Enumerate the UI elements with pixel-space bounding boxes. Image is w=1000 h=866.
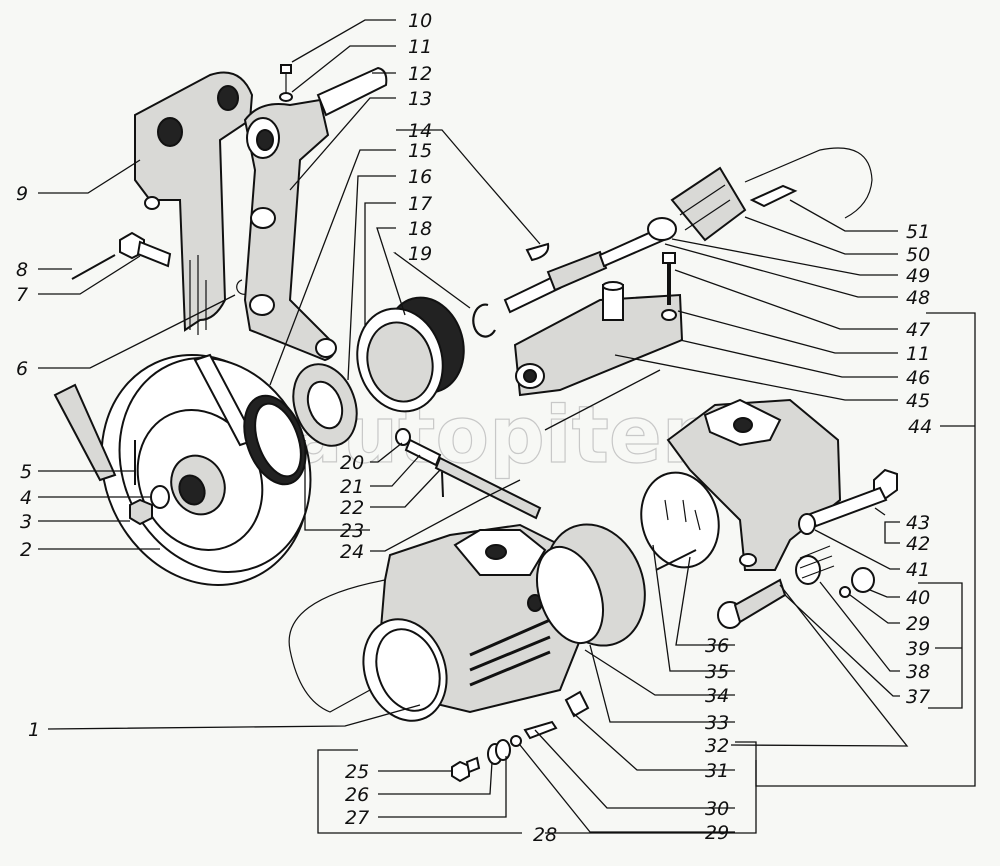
- part-cover-17-18: [356, 296, 465, 413]
- part-washer-20: [395, 428, 411, 446]
- part-snap-ring-19: [472, 303, 496, 338]
- part-valve-pin-30: [523, 720, 558, 740]
- callout-26: 26: [345, 784, 369, 806]
- callout-46: 46: [906, 367, 930, 389]
- part-rotor-outline: [744, 147, 873, 219]
- callout-20: 20: [340, 452, 364, 474]
- part-end-plate: [640, 471, 720, 571]
- part-bolt-47: [661, 252, 677, 321]
- callout-7: 7: [16, 284, 28, 306]
- part-seal-27: [495, 739, 511, 761]
- part-bolt-10: [279, 64, 293, 102]
- callout-11: 11: [408, 36, 432, 58]
- part-tension-arm: [243, 98, 337, 362]
- callout-21: 21: [340, 476, 364, 498]
- part-vane-51: [749, 184, 798, 208]
- callout-48: 48: [906, 287, 930, 309]
- callout-37: 37: [906, 686, 930, 708]
- callout-23: 23: [340, 520, 364, 542]
- callout-5: 5: [20, 461, 32, 483]
- callout-44: 44: [908, 416, 932, 438]
- part-bearing-housing-45: [513, 281, 684, 397]
- callout-24: 24: [340, 541, 364, 563]
- part-nut-3: [129, 498, 153, 526]
- part-ball-29b: [839, 586, 851, 598]
- part-bracket: [134, 71, 254, 335]
- part-bolt-7: [119, 231, 172, 268]
- part-valve-37: [717, 578, 787, 629]
- part-key-14: [525, 242, 550, 262]
- part-drive-shaft: [503, 166, 747, 314]
- callout-25: 25: [345, 761, 369, 783]
- part-ball-29a: [510, 735, 522, 747]
- callout-2: 2: [20, 539, 32, 561]
- part-spring-38: [795, 545, 835, 585]
- part-spring-31: [564, 690, 590, 718]
- callout-22: 22: [340, 497, 364, 519]
- callout-42: 42: [906, 533, 930, 555]
- callout-43: 43: [906, 512, 930, 534]
- callout-35: 35: [705, 661, 729, 683]
- callout-33: 33: [705, 712, 729, 734]
- part-plug-25: [451, 756, 481, 783]
- callout-17: 17: [408, 193, 432, 215]
- callout-50: 50: [906, 244, 930, 266]
- part-pump-body: [288, 523, 582, 722]
- callout-27: 27: [345, 807, 369, 829]
- part-pin-24: [441, 471, 444, 498]
- callout-10: 10: [408, 10, 432, 32]
- callout-34: 34: [705, 685, 729, 707]
- callout-14: 14: [408, 120, 432, 142]
- callout-3: 3: [20, 511, 32, 533]
- part-rear-cover: [666, 398, 842, 571]
- part-washer-4: [150, 485, 170, 509]
- callout-4: 4: [20, 487, 32, 509]
- callout-51: 51: [906, 221, 930, 243]
- callout-41: 41: [906, 559, 930, 581]
- part-circlip-6: [236, 279, 247, 295]
- callout-32: 32: [705, 735, 729, 757]
- callout-28: 28: [533, 824, 557, 846]
- callout-31: 31: [705, 760, 729, 782]
- callout-45: 45: [906, 390, 930, 412]
- callout-29-right: 29: [906, 613, 930, 635]
- callout-36: 36: [705, 635, 729, 657]
- callout-39: 39: [906, 638, 930, 660]
- callout-12: 12: [408, 63, 432, 85]
- part-rod-22: [434, 456, 542, 520]
- callout-49: 49: [906, 265, 930, 287]
- part-washer-41: [798, 513, 816, 535]
- callout-29-lower: 29: [705, 822, 729, 844]
- leader-lines: [38, 19, 976, 834]
- callout-8: 8: [16, 259, 28, 281]
- callout-38: 38: [906, 661, 930, 683]
- callout-9: 9: [16, 183, 28, 205]
- part-plug-40: [851, 567, 875, 593]
- part-cotter-pin-8: [71, 254, 116, 280]
- callout-11-right: 11: [906, 343, 930, 365]
- callout-13: 13: [408, 88, 432, 110]
- callout-labels: 10 11 12 13 14 15 16 17 18 19 9 8 7 6 5 …: [16, 10, 932, 846]
- part-spring-21: [404, 438, 442, 467]
- callout-19: 19: [408, 243, 432, 265]
- part-cam-ring: [536, 523, 646, 647]
- callout-30: 30: [705, 798, 729, 820]
- callout-18: 18: [408, 218, 432, 240]
- callout-15: 15: [408, 140, 432, 162]
- callout-16: 16: [408, 166, 432, 188]
- callout-1: 1: [28, 719, 40, 741]
- callout-40: 40: [906, 587, 930, 609]
- callout-47: 47: [906, 319, 930, 341]
- part-axle: [316, 66, 388, 117]
- callout-6: 6: [16, 358, 28, 380]
